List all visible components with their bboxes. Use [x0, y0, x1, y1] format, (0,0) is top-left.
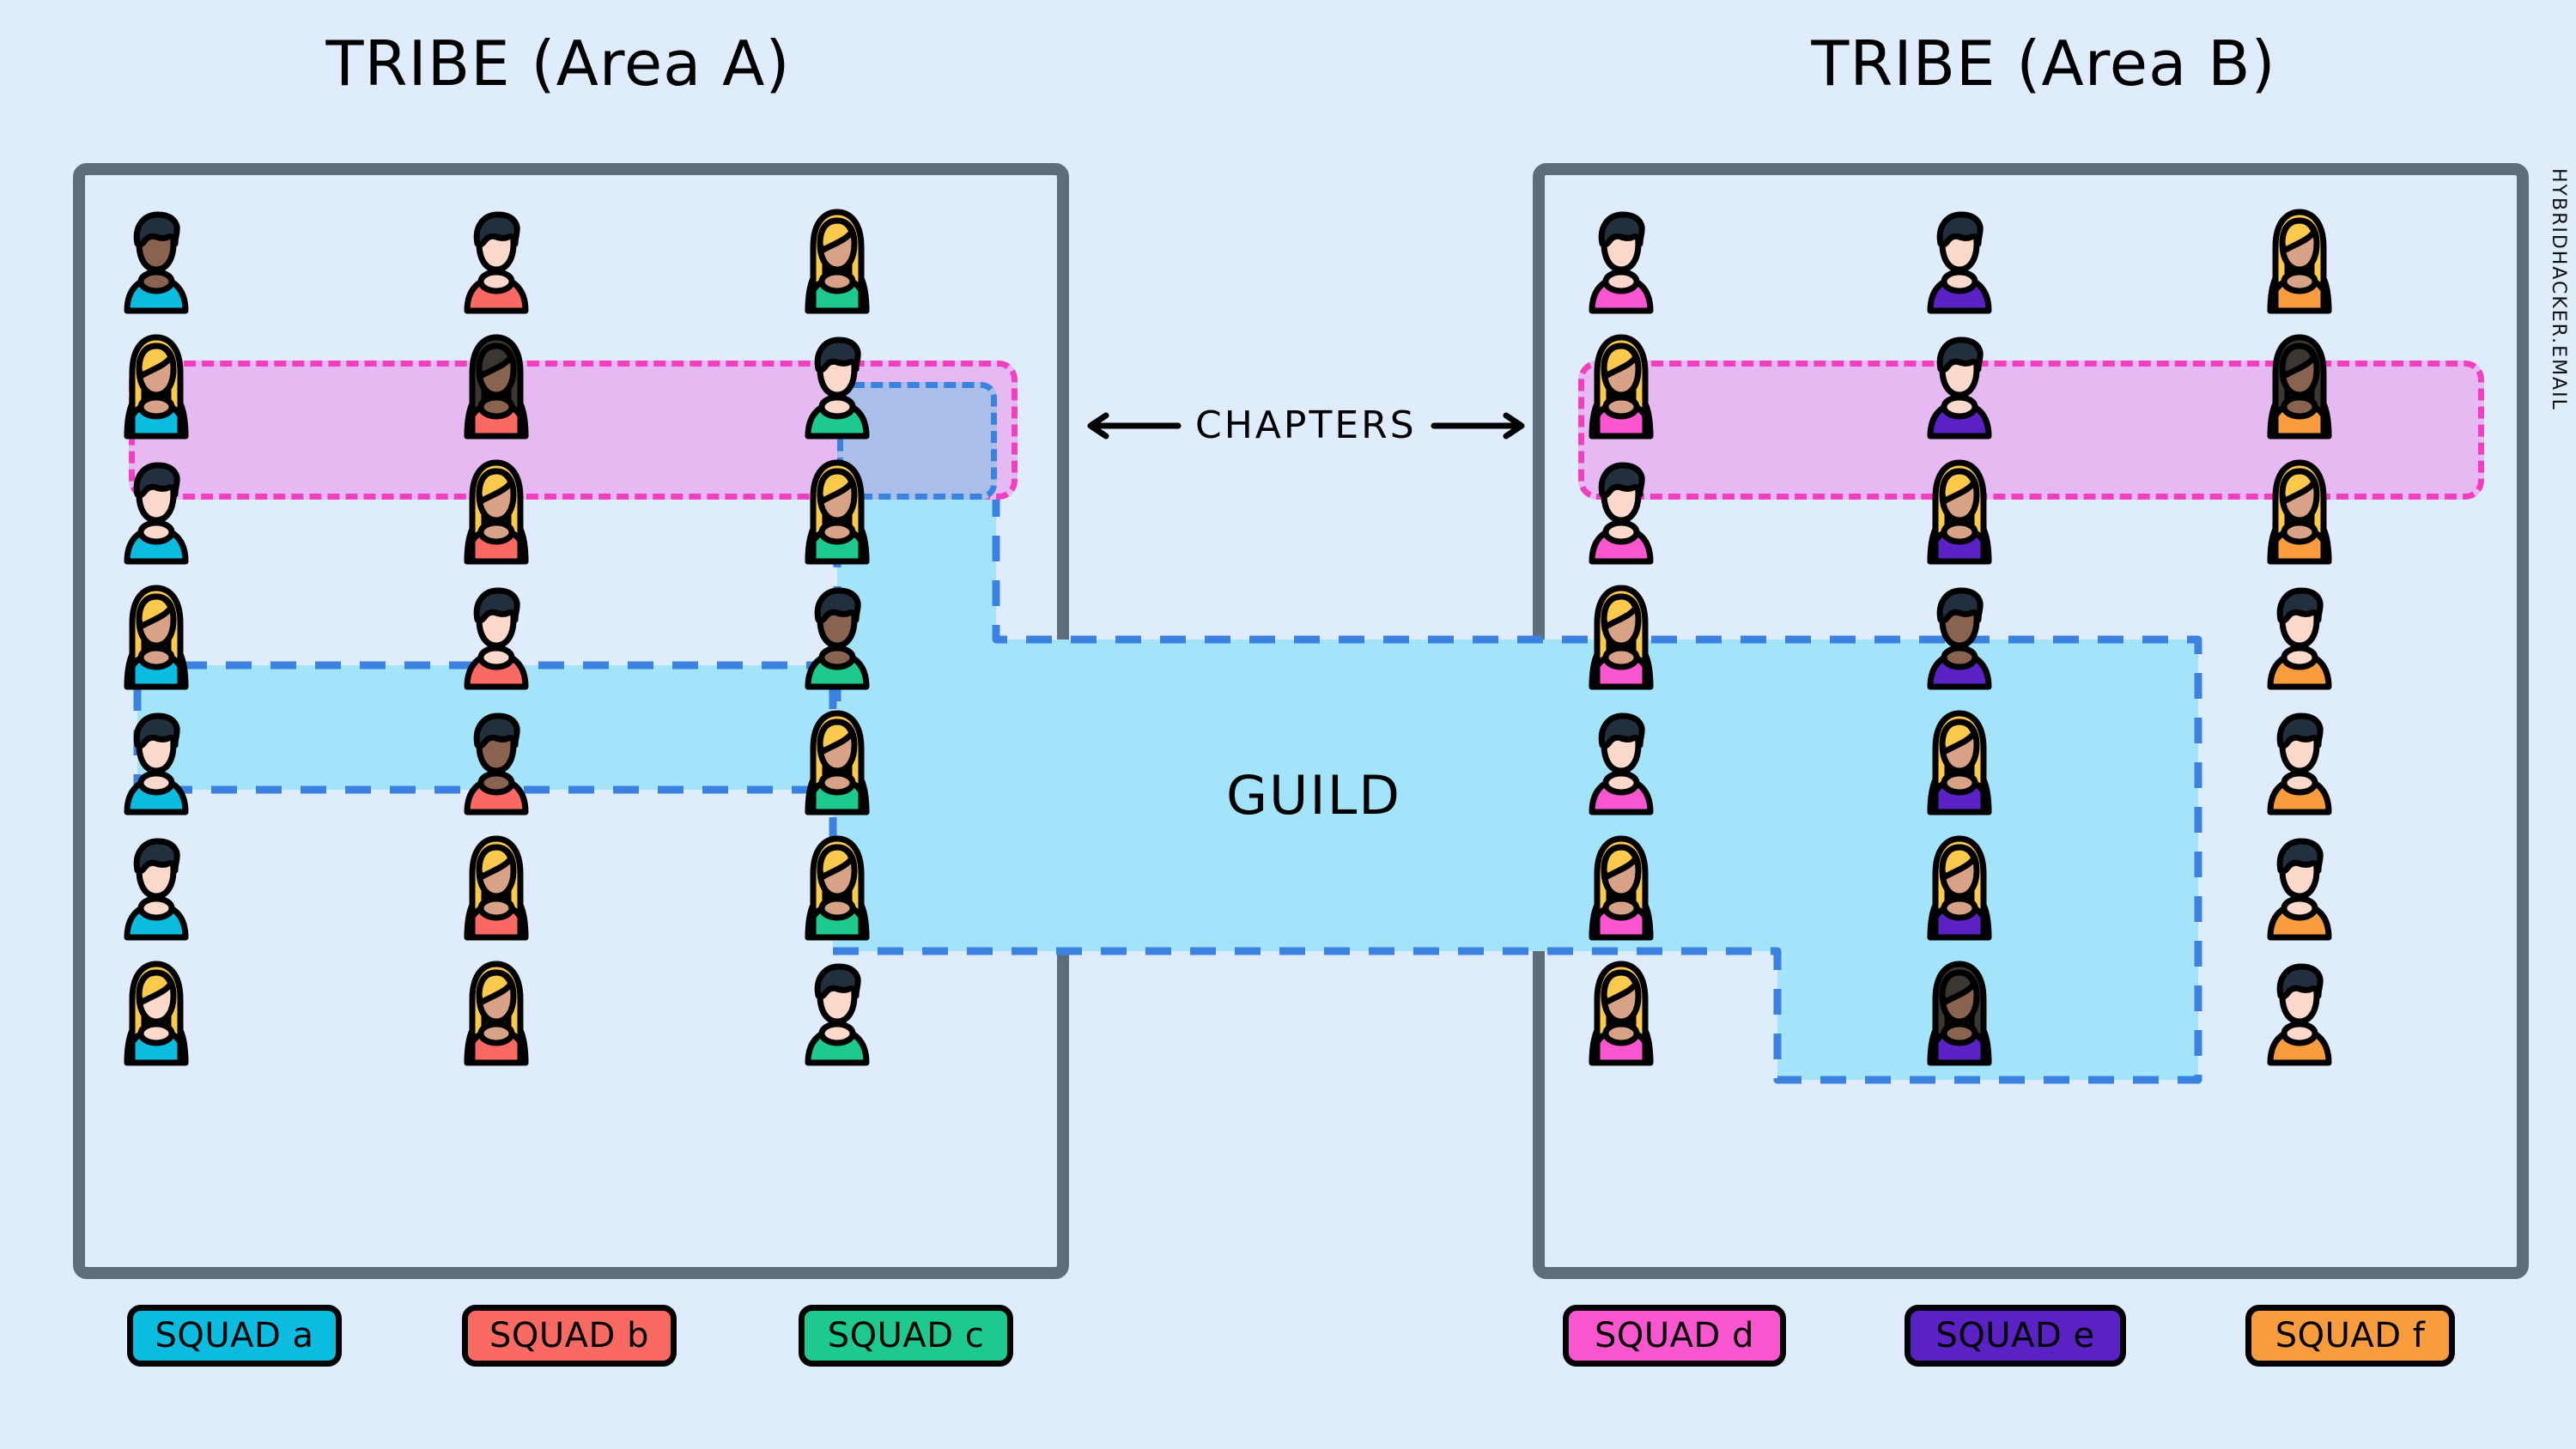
avatar-squad-c-row1 — [796, 206, 878, 314]
chapter-band-tribe-b — [1578, 361, 2484, 500]
squad-pill-c-label: SQUAD c — [827, 1316, 985, 1355]
avatar-squad-e-row7 — [1918, 958, 2001, 1066]
avatar-squad-e-row1 — [1918, 206, 2001, 314]
watermark: HYBRIDHACKER.EMAIL — [2548, 168, 2569, 411]
avatar-squad-f-row2 — [2258, 331, 2341, 440]
avatar-squad-f-row5 — [2258, 707, 2341, 815]
avatar-squad-f-row6 — [2258, 833, 2341, 941]
avatar-squad-a-row5 — [115, 707, 197, 815]
tribe-b-title: TRIBE (Area B) — [1811, 27, 2276, 100]
avatar-squad-c-row4 — [796, 582, 878, 690]
chapters-label-group: CHAPTERS — [1080, 403, 1532, 447]
avatar-squad-e-row3 — [1918, 457, 2001, 565]
squad-pill-b-label: SQUAD b — [489, 1316, 649, 1355]
avatar-squad-a-row4 — [115, 582, 197, 690]
avatar-squad-e-row5 — [1918, 707, 2001, 815]
squad-pill-a[interactable]: SQUAD a — [127, 1305, 342, 1367]
squad-pill-c[interactable]: SQUAD c — [799, 1305, 1013, 1367]
avatar-squad-b-row6 — [455, 833, 538, 941]
avatar-squad-b-row5 — [455, 707, 538, 815]
tribe-b-box — [1533, 163, 2529, 1279]
avatar-squad-f-row4 — [2258, 582, 2341, 690]
avatar-squad-c-row6 — [796, 833, 878, 941]
avatar-squad-f-row1 — [2258, 206, 2341, 314]
avatar-squad-a-row6 — [115, 833, 197, 941]
avatar-squad-f-row3 — [2258, 457, 2341, 565]
left-arrow-icon — [1080, 411, 1182, 440]
avatar-squad-c-row7 — [796, 958, 878, 1066]
avatar-squad-d-row1 — [1580, 206, 1662, 314]
avatar-squad-b-row2 — [455, 331, 538, 440]
right-arrow-icon — [1431, 411, 1532, 440]
squad-pill-f[interactable]: SQUAD f — [2245, 1305, 2455, 1367]
squad-pill-f-label: SQUAD f — [2275, 1316, 2426, 1355]
avatar-squad-b-row1 — [455, 206, 538, 314]
tribe-a-title: TRIBE (Area A) — [325, 27, 791, 100]
squad-pill-b[interactable]: SQUAD b — [462, 1305, 677, 1367]
avatar-squad-e-row2 — [1918, 331, 2001, 440]
avatar-squad-b-row4 — [455, 582, 538, 690]
avatar-squad-b-row3 — [455, 457, 538, 565]
squad-pill-d[interactable]: SQUAD d — [1563, 1305, 1786, 1367]
avatar-squad-e-row4 — [1918, 582, 2001, 690]
squad-pill-e-label: SQUAD e — [1935, 1316, 2095, 1355]
avatar-squad-a-row1 — [115, 206, 197, 314]
squad-pill-e[interactable]: SQUAD e — [1905, 1305, 2126, 1367]
squad-pill-a-label: SQUAD a — [155, 1316, 314, 1355]
avatar-squad-a-row2 — [115, 331, 197, 440]
avatar-squad-d-row7 — [1580, 958, 1662, 1066]
avatar-squad-a-row7 — [115, 958, 197, 1066]
avatar-squad-c-row5 — [796, 707, 878, 815]
squad-pill-d-label: SQUAD d — [1595, 1316, 1754, 1355]
avatar-squad-d-row2 — [1580, 331, 1662, 440]
avatar-squad-b-row7 — [455, 958, 538, 1066]
avatar-squad-d-row6 — [1580, 833, 1662, 941]
tribe-a-box — [73, 163, 1069, 1279]
avatar-squad-e-row6 — [1918, 833, 2001, 941]
avatar-squad-c-row3 — [796, 457, 878, 565]
chapters-label-text: CHAPTERS — [1195, 403, 1417, 447]
avatar-squad-f-row7 — [2258, 958, 2341, 1066]
avatar-squad-c-row2 — [796, 331, 878, 440]
avatar-squad-d-row3 — [1580, 457, 1662, 565]
guild-label: GUILD — [1226, 764, 1401, 827]
avatar-squad-a-row3 — [115, 457, 197, 565]
avatar-squad-d-row5 — [1580, 707, 1662, 815]
avatar-squad-d-row4 — [1580, 582, 1662, 690]
